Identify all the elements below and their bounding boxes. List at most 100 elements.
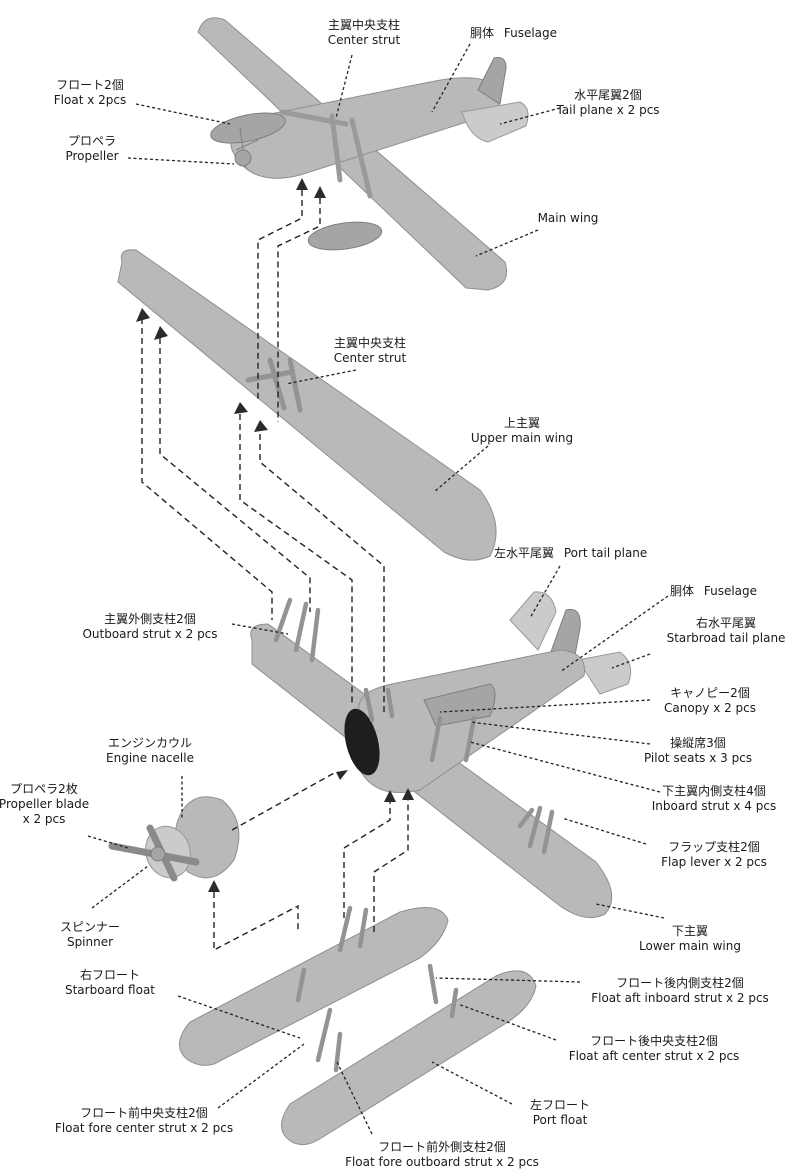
label-jp: エンジンカウル [107, 736, 192, 750]
label-jp: フラップ支柱2個 [668, 840, 760, 854]
upper-wing-assembly [117, 249, 497, 561]
float-right-top [307, 221, 383, 251]
label-float-top: フロート2個 Float x 2pcs [54, 78, 126, 108]
label-spinner: スピンナー Spinner [60, 920, 120, 950]
label-en: Inboard strut x 4 pcs [651, 799, 777, 813]
label-jp: キャノピー2個 [670, 686, 750, 700]
label-main-wing-top: Main wing [538, 196, 599, 226]
label-port-tail: 左水平尾翼 Port tail plane [494, 546, 647, 561]
starboard-float [179, 907, 449, 1066]
label-pilot-seats: 操縦席3個 Pilot seats x 3 pcs [644, 736, 752, 766]
label-en: Float aft inboard strut x 2 pcs [591, 991, 769, 1005]
label-engine-nacelle: エンジンカウル Engine nacelle [106, 736, 194, 766]
label-jp: フロート前中央支柱2個 [80, 1106, 208, 1120]
label-port-float: 左フロート Port float [530, 1098, 590, 1128]
label-en: Starboard float [64, 983, 156, 997]
port-tail-plane [509, 591, 557, 651]
label-jp: 左フロート [529, 1098, 591, 1112]
label-jp: 右フロート [79, 968, 141, 982]
label-upper-wing: 上主翼 Upper main wing [471, 416, 573, 446]
cockpit-area [423, 683, 496, 727]
label-jp: フロート前外側支柱2個 [378, 1140, 506, 1154]
inboard-struts-mid [363, 687, 477, 763]
label-en: Outboard strut x 2 pcs [82, 627, 218, 641]
vertical-tail-top [477, 57, 507, 105]
label-flap-lever: フラップ支柱2個 Flap lever x 2 pcs [661, 840, 767, 870]
label-fuselage-mid: 胴体 Fuselage [670, 584, 757, 599]
label-en: Float fore center strut x 2 pcs [54, 1121, 234, 1135]
label-en: Float x 2pcs [53, 93, 127, 107]
label-en: Tail plane x 2 pcs [556, 103, 660, 117]
label-en: Main wing [537, 211, 599, 225]
label-jp: 水平尾翼2個 [574, 88, 642, 102]
assembled-aircraft [197, 17, 529, 291]
label-propeller-blade: プロペラ2枚 Propeller blade x 2 pcs [0, 782, 89, 827]
label-inboard-strut: 下主翼内側支柱4個 Inboard strut x 4 pcs [652, 784, 776, 814]
label-en: Float aft center strut x 2 pcs [568, 1049, 740, 1063]
label-en: Pilot seats x 3 pcs [643, 751, 753, 765]
label-tail-top: 水平尾翼2個 Tail plane x 2 pcs [556, 88, 659, 118]
floats-group [179, 905, 537, 1146]
label-canopy: キャノピー2個 Canopy x 2 pcs [664, 686, 756, 716]
label-fuselage-top: 胴体 Fuselage [470, 26, 557, 41]
label-jp: 右水平尾翼 [695, 616, 757, 630]
nose-face [344, 708, 380, 776]
assembly-lines [141, 190, 409, 952]
label-jp: 胴体 [470, 26, 495, 40]
label-jp: 胴体 [670, 584, 695, 598]
label-qty: x 2 pcs [22, 812, 66, 826]
label-jp: 主翼中央支柱 [327, 18, 400, 32]
label-en: Canopy x 2 pcs [663, 701, 757, 715]
label-jp: 下主翼 [671, 924, 708, 938]
label-jp: 下主翼内側支柱4個 [662, 784, 766, 798]
label-en: Upper main wing [470, 431, 574, 445]
label-jp: スピンナー [59, 920, 121, 934]
label-en: Center strut [327, 33, 401, 47]
label-float-fore-center: フロート前中央支柱2個 Float fore center strut x 2 … [55, 1106, 233, 1136]
label-en: Lower main wing [639, 939, 741, 953]
label-en: Fuselage [703, 584, 758, 598]
label-en: Float fore outboard strut x 2 pcs [345, 1155, 539, 1169]
label-center-strut-top: 主翼中央支柱 Center strut [328, 18, 400, 48]
label-en: Center strut [333, 351, 407, 365]
label-en: Spinner [66, 935, 114, 949]
label-propeller-top: プロペラ Propeller [65, 134, 118, 164]
engine-propeller-group [108, 796, 240, 882]
lower-assembly [250, 591, 632, 919]
float-left-top [210, 112, 286, 144]
label-float-aft-inboard: フロート後内側支柱2個 Float aft inboard strut x 2 … [591, 976, 769, 1006]
label-jp [538, 196, 599, 211]
tail-plane-top [461, 101, 529, 143]
label-en: Propeller blade [0, 797, 90, 811]
label-en: Fuselage [503, 26, 558, 40]
center-strut-top [279, 109, 373, 199]
label-en: Port float [532, 1113, 588, 1127]
label-float-aft-center: フロート後中央支柱2個 Float aft center strut x 2 p… [569, 1034, 740, 1064]
label-en: Starbroad tail plane [666, 631, 786, 645]
label-lower-wing: 下主翼 Lower main wing [639, 924, 741, 954]
flap-levers [517, 805, 555, 855]
label-starboard-float: 右フロート Starboard float [65, 968, 155, 998]
leader-lines [87, 43, 669, 1135]
label-jp: 主翼中央支柱 [333, 336, 406, 350]
upper-wing-center-strut [245, 357, 303, 413]
outboard-struts [273, 597, 321, 663]
float-struts [295, 905, 459, 1073]
label-en: Engine nacelle [106, 751, 194, 765]
label-jp: フロート後内側支柱2個 [616, 976, 744, 990]
label-jp: 操縦席3個 [670, 736, 726, 750]
label-jp: フロート後中央支柱2個 [590, 1034, 718, 1048]
label-en: Propeller [65, 149, 119, 163]
starboard-tail-plane [577, 651, 632, 695]
label-jp: 左水平尾翼 [494, 546, 555, 560]
label-center-strut-mid: 主翼中央支柱 Center strut [334, 336, 406, 366]
label-jp: 主翼外側支柱2個 [104, 612, 196, 626]
label-en: Port tail plane [563, 546, 648, 560]
label-starboard-tail: 右水平尾翼 Starbroad tail plane [667, 616, 786, 646]
label-en: Flap lever x 2 pcs [661, 855, 767, 869]
assembly-arrowheads [136, 178, 414, 892]
port-float [281, 970, 537, 1146]
label-jp: プロペラ [67, 134, 116, 148]
label-jp: 上主翼 [503, 416, 541, 430]
